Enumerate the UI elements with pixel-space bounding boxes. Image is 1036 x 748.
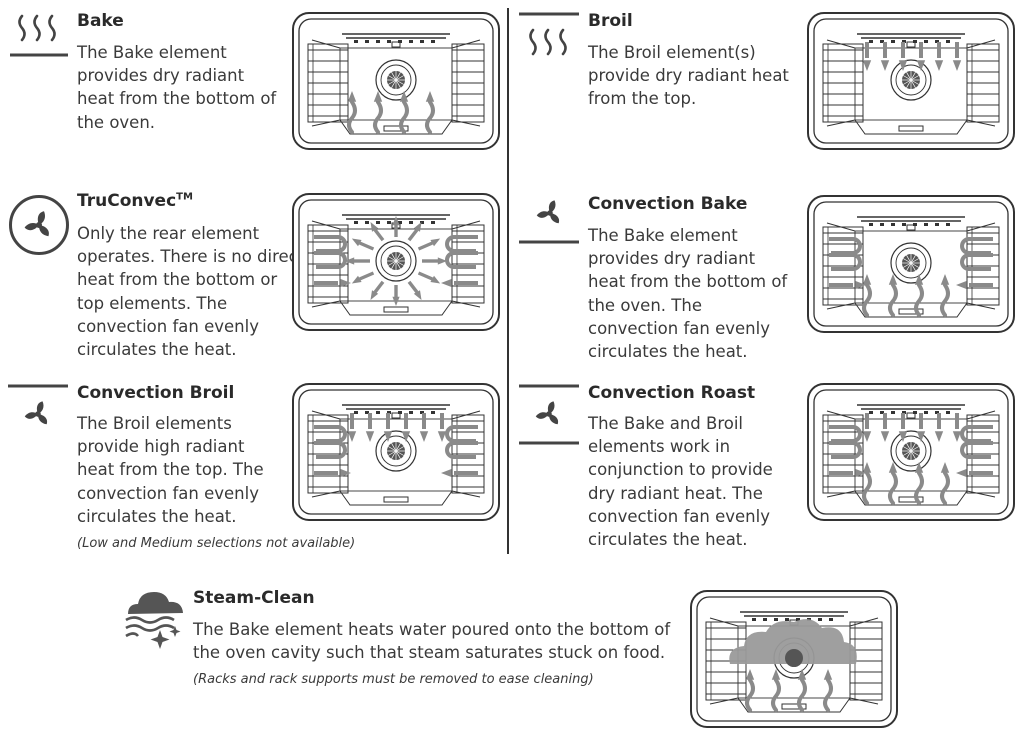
convection-broil-title: Convection Broil (77, 383, 235, 403)
broil-icon (519, 12, 579, 56)
convection-roast-icon (519, 384, 579, 445)
convection-roast-oven-diagram (807, 383, 1015, 521)
broil-title: Broil (588, 11, 633, 31)
broil-description: The Broil element(s) provide dry radiant… (588, 43, 789, 109)
steam-clean-note: (Racks and rack supports must be removed… (193, 672, 594, 687)
bake-title: Bake (77, 11, 124, 31)
convection-broil-note: (Low and Medium selections not available… (77, 536, 356, 551)
truconvec-title: TruConvecTM (77, 191, 193, 211)
convection-bake-description: The Bake element provides dry radiant he… (588, 226, 788, 362)
steam-clean-title: Steam-Clean (193, 588, 315, 608)
truconvec-fan-icon (9, 195, 69, 255)
convection-roast-title: Convection Roast (588, 383, 756, 403)
convection-bake-oven-diagram (807, 195, 1015, 333)
truconvec-description: Only the rear element operates. There is… (77, 224, 305, 360)
bake-icon (10, 14, 68, 57)
steam-clean-icon (125, 592, 183, 649)
broil-oven-diagram (807, 12, 1015, 150)
steam-clean-oven-diagram (690, 590, 898, 728)
convection-roast-description: The Bake and Broil elements work in conj… (588, 414, 773, 550)
column-divider (507, 8, 509, 554)
convection-broil-description: The Broil elements provide high radiant … (77, 414, 264, 526)
bake-oven-diagram (292, 12, 500, 150)
steam-clean-description: The Bake element heats water poured onto… (193, 620, 671, 663)
convection-broil-oven-diagram (292, 383, 500, 521)
bake-description: The Bake element provides dry radiant he… (77, 43, 277, 132)
truconvec-oven-diagram (292, 193, 500, 331)
convection-bake-title: Convection Bake (588, 194, 748, 214)
convection-bake-icon (519, 200, 579, 244)
convection-broil-icon (8, 384, 68, 425)
